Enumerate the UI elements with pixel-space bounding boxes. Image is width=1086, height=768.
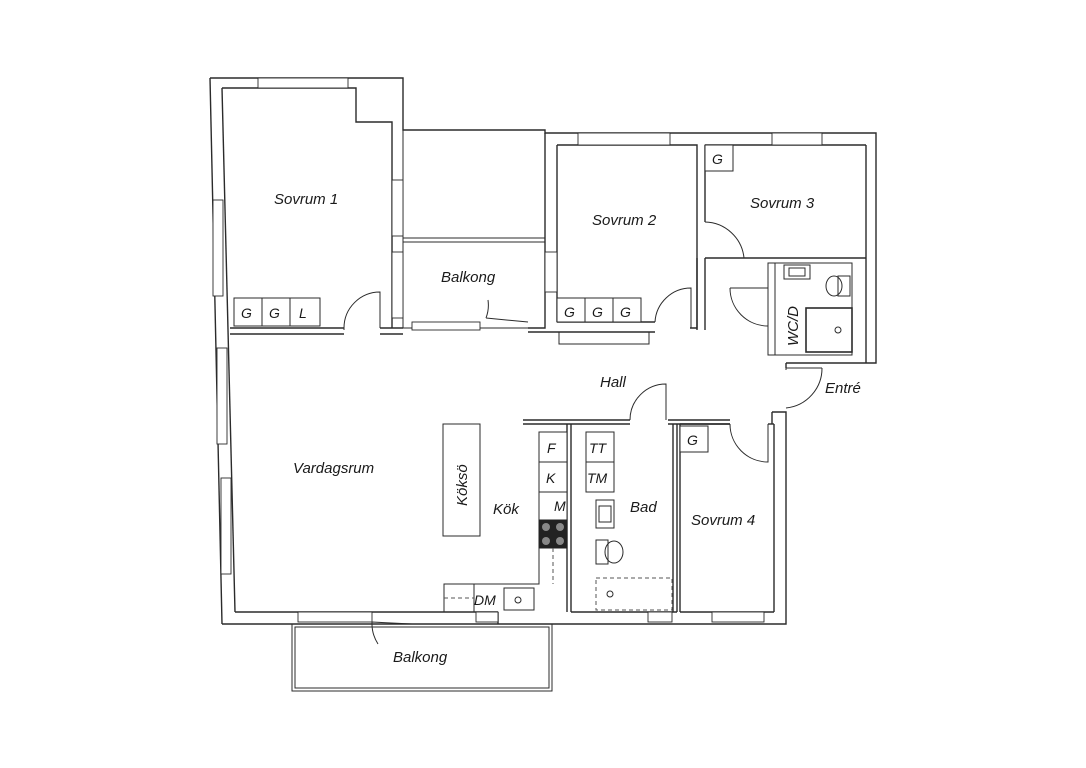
sovrum1-closet-2-label: G: [269, 305, 280, 321]
bath-tt-label: TT: [589, 440, 608, 456]
sink-icon: [503, 587, 535, 611]
room-label-balkong-bottom: Balkong: [393, 649, 448, 666]
sovrum4-closet-label: G: [687, 432, 698, 448]
room-label-kokso: Köksö: [454, 464, 471, 506]
sovrum2-closet-1-label: G: [564, 304, 575, 320]
bathtub-icon: [595, 577, 673, 611]
fixture-labels: G G L G G G G G F K M DM TT TM: [241, 151, 723, 608]
kitchen-f-label: F: [547, 440, 557, 456]
sovrum2-closets: [556, 297, 642, 323]
sovrum4-closet-box: [679, 425, 709, 453]
sovrum2-closet-3-label: G: [620, 304, 631, 320]
room-label-bad: Bad: [630, 499, 657, 516]
room-label-entre: Entré: [825, 380, 861, 397]
room-label-sovrum2: Sovrum 2: [592, 212, 657, 229]
sovrum1-closet-3-label: L: [299, 305, 307, 321]
room-label-sovrum1: Sovrum 1: [274, 191, 338, 208]
kitchen-m-label: M: [554, 498, 566, 514]
room-label-wcd: WC/D: [785, 306, 802, 346]
kitchen-k-label: K: [546, 470, 556, 486]
room-labels: Sovrum 1 Sovrum 2 Sovrum 3 Sovrum 4 Balk…: [274, 191, 861, 666]
kitchen-dm-label: DM: [474, 592, 496, 608]
shower-icon: [805, 307, 853, 353]
sovrum3-closet-label: G: [712, 151, 723, 167]
room-label-kok: Kök: [493, 501, 520, 518]
sovrum1-closet-1-label: G: [241, 305, 252, 321]
room-label-vardagsrum: Vardagsrum: [293, 460, 374, 477]
doors: [343, 221, 823, 645]
bath-tm-label: TM: [587, 470, 608, 486]
room-label-hall: Hall: [600, 374, 627, 391]
sovrum2-closet-2-label: G: [592, 304, 603, 320]
wcd-fixtures: [783, 264, 853, 353]
balkong-bottom-frame: [291, 623, 553, 692]
room-label-balkong-top: Balkong: [441, 269, 496, 286]
washbasin-icon: [595, 499, 615, 529]
windows: [212, 77, 823, 623]
bath-fixtures: [585, 431, 673, 611]
sovrum3-closet-box: [704, 144, 734, 172]
toilet-icon: [595, 539, 609, 565]
wc-basin-icon: [783, 264, 811, 280]
room-label-sovrum3: Sovrum 3: [750, 195, 815, 212]
kitchen-counter: [443, 431, 568, 612]
sovrum1-closets: [233, 297, 321, 327]
room-label-sovrum4: Sovrum 4: [691, 512, 755, 529]
kitchen-island: [442, 423, 481, 537]
